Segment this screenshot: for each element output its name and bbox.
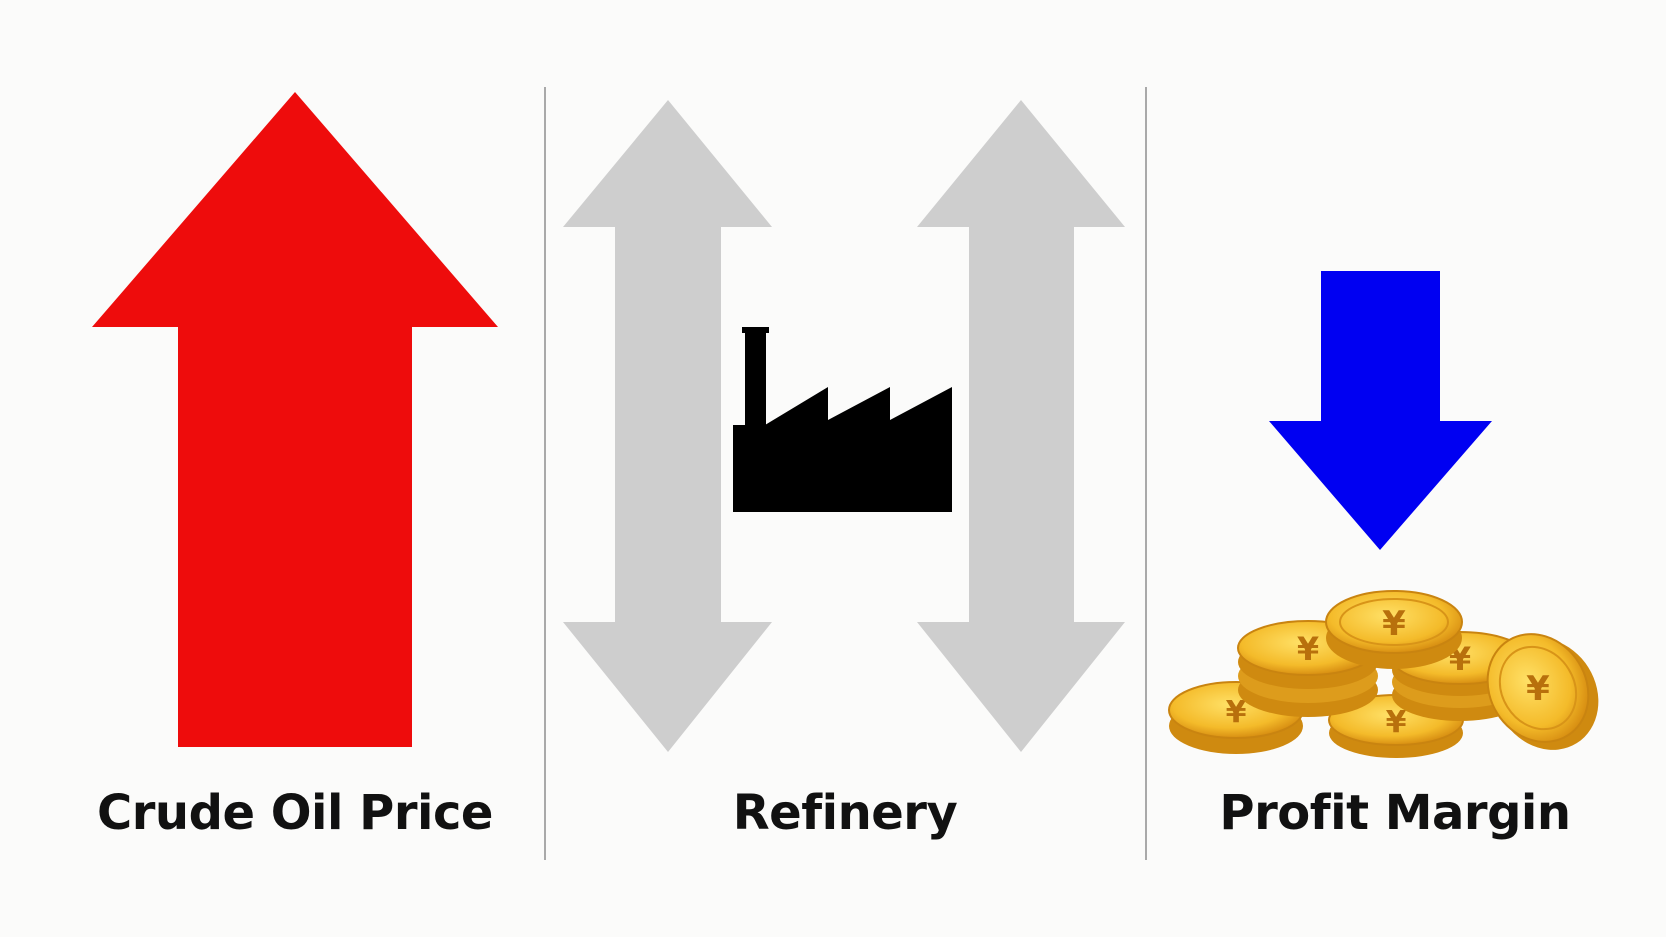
refinery-label: Refinery bbox=[732, 785, 958, 841]
coin: ¥ bbox=[1486, 633, 1599, 750]
down-arrow-icon bbox=[1269, 271, 1492, 550]
svg-text:¥: ¥ bbox=[1297, 630, 1319, 668]
coins-icon: ¥ ¥ ¥ ¥ ¥ bbox=[1168, 590, 1599, 758]
factory-icon bbox=[733, 327, 952, 512]
up-arrow-icon bbox=[92, 92, 498, 747]
svg-text:¥: ¥ bbox=[1226, 695, 1247, 730]
double-arrow-right-icon bbox=[917, 100, 1125, 752]
coin: ¥ bbox=[1325, 590, 1463, 669]
crude-oil-price-label: Crude Oil Price bbox=[97, 785, 493, 841]
svg-text:¥: ¥ bbox=[1382, 604, 1406, 644]
svg-text:¥: ¥ bbox=[1386, 705, 1407, 740]
svg-text:¥: ¥ bbox=[1526, 669, 1550, 709]
profit-margin-label: Profit Margin bbox=[1219, 785, 1571, 841]
double-arrow-left-icon bbox=[563, 100, 772, 752]
